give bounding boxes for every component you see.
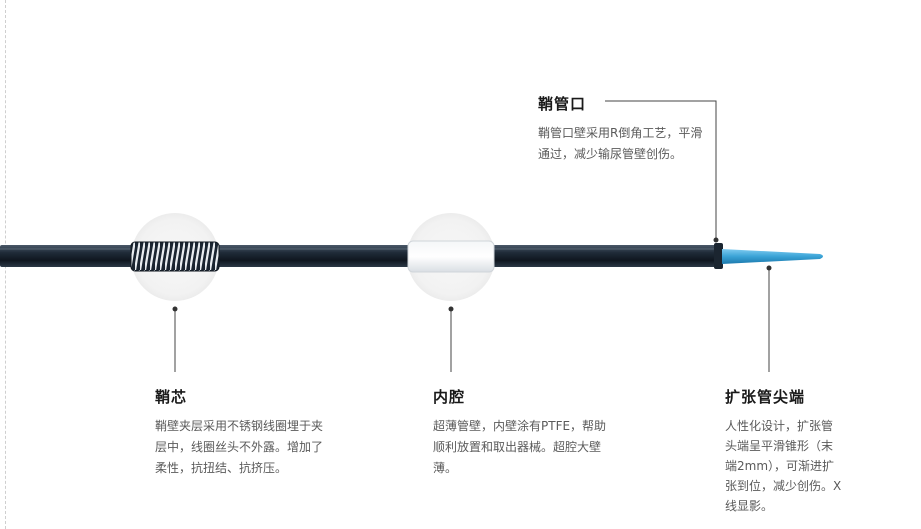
callout-sheath-mouth-title: 鞘管口	[538, 95, 587, 113]
lumen-sleeve	[407, 240, 495, 273]
callout-dilator-tip: 扩张管尖端 人性化设计，扩张管头端呈平滑锥形（末端2mm），可渐进扩张到位，减少…	[725, 388, 843, 516]
dilator-tip	[722, 249, 823, 264]
callout-inner-lumen-desc: 超薄管壁，内壁涂有PTFE，帮助顺利放置和取出器械。超腔大壁薄。	[433, 419, 607, 475]
leader-mouth	[605, 100, 717, 240]
dot-mouth	[713, 237, 719, 243]
dot-core	[172, 306, 178, 312]
callout-sheath-core: 鞘芯 鞘壁夹层采用不锈钢线圈埋于夹层中，线圈丝头不外露。增加了柔性，抗扭结、抗挤…	[155, 388, 333, 479]
callout-dilator-tip-desc: 人性化设计，扩张管头端呈平滑锥形（末端2mm），可渐进扩张到位，减少创伤。X线显…	[725, 419, 842, 513]
coil-section	[130, 241, 220, 272]
callout-inner-lumen: 内腔 超薄管壁，内壁涂有PTFE，帮助顺利放置和取出器械。超腔大壁薄。	[433, 388, 615, 479]
callout-sheath-core-desc: 鞘壁夹层采用不锈钢线圈埋于夹层中，线圈丝头不外露。增加了柔性，抗扭结、抗挤压。	[155, 419, 324, 475]
callout-sheath-core-title: 鞘芯	[155, 388, 188, 406]
dot-tip	[766, 265, 772, 271]
callout-dilator-tip-title: 扩张管尖端	[725, 388, 806, 406]
callout-sheath-mouth: 鞘管口 鞘管口壁采用R倒角工艺，平滑通过，减少输尿管壁创伤。	[538, 95, 710, 165]
callout-sheath-mouth-desc: 鞘管口壁采用R倒角工艺，平滑通过，减少输尿管壁创伤。	[538, 126, 703, 161]
sheath-mouth	[714, 243, 723, 269]
dot-lumen	[448, 306, 454, 312]
callout-inner-lumen-title: 内腔	[433, 388, 466, 406]
sheath-shaft	[0, 245, 722, 267]
